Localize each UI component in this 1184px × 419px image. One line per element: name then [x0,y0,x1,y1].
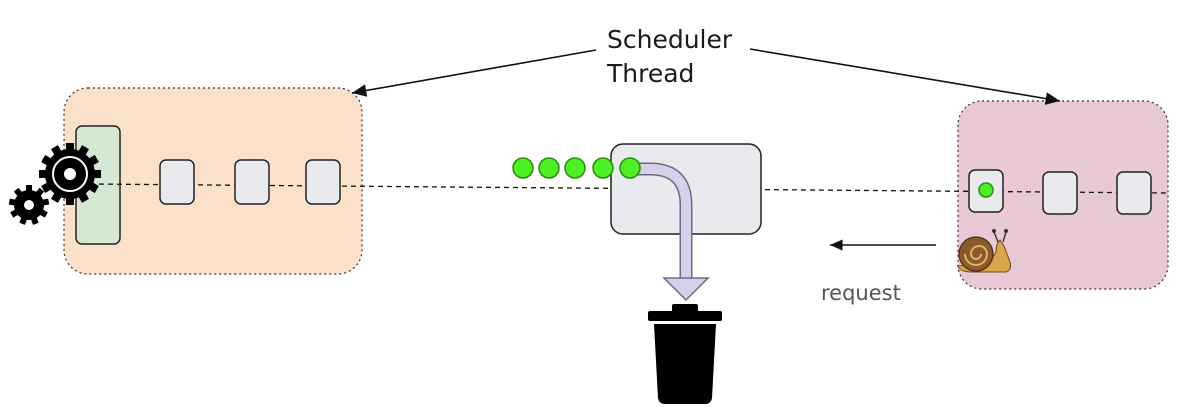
scheduler-arrow-left [351,49,597,97]
consumer-element-dot [978,182,994,198]
element-dot [592,157,614,179]
request-label: request [821,281,901,305]
buffered-elements [512,157,641,179]
element-dot [512,157,534,179]
trash-can-icon [648,304,722,404]
scheduler-label-line1: Scheduler [607,25,733,54]
element-dot [619,157,641,179]
element-dot [564,157,586,179]
consumer-queue-slot [1116,171,1152,215]
producer-queue-slot [234,159,270,205]
drop-arrow [630,162,710,302]
snail-icon [957,229,1011,273]
producer-queue-slot [305,159,341,205]
gear-icon [8,143,101,225]
producer-box [63,87,363,275]
element-dot [538,157,560,179]
producer-queue-slot [159,159,195,205]
scheduler-arrow-right [749,48,1061,105]
scheduler-label-line2: Thread [606,59,694,88]
consumer-queue-slot [1042,171,1078,215]
